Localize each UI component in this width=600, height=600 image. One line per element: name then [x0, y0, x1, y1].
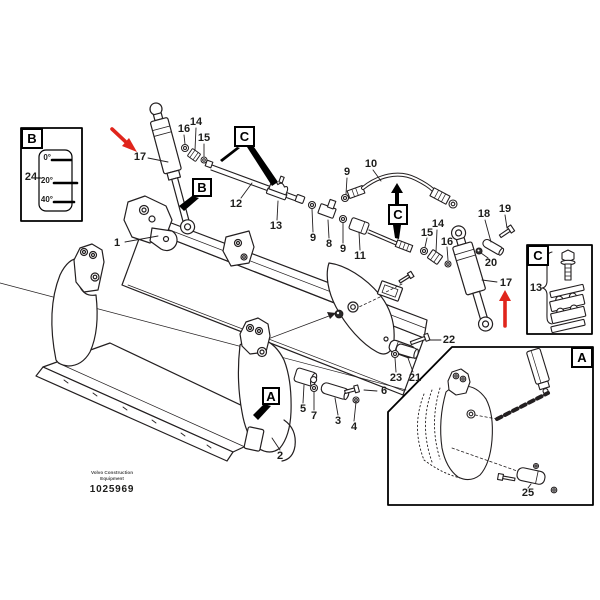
detail-marker-B: B — [192, 178, 212, 197]
brand-line1: Volvo Construction — [90, 470, 134, 475]
part-number-callout-23: 23 — [389, 372, 403, 384]
detail-marker-A: A — [262, 387, 280, 405]
part-number-callout-10: 10 — [364, 158, 378, 170]
right-cylinder-pins — [475, 224, 516, 256]
part-number-callout-9: 9 — [339, 243, 347, 255]
part-number-callout-9: 9 — [309, 232, 317, 244]
right-tilt-cylinder — [450, 225, 494, 332]
part-number-callout-17: 17 — [133, 151, 147, 163]
hydraulic-hose — [340, 172, 458, 209]
detail-marker-C: C — [234, 126, 255, 147]
pivot-pin-group — [390, 332, 431, 359]
red-arrow-down-right — [110, 127, 137, 152]
part-number-callout-16: 16 — [440, 236, 454, 248]
part-number-callout-24: 24 — [24, 171, 38, 183]
part-number-callout-17: 17 — [499, 277, 513, 289]
inset-title-B: B — [21, 128, 43, 149]
bucket-blade — [35, 243, 296, 462]
marker-arrows — [179, 147, 403, 420]
part-number-callout-13: 13 — [269, 220, 283, 232]
inset-b-box — [20, 127, 83, 222]
part-number-callout-2: 2 — [276, 450, 284, 462]
part-number-callout-15: 15 — [197, 132, 211, 144]
part-number-callout-7: 7 — [310, 410, 318, 422]
part-number-callout-15: 15 — [420, 227, 434, 239]
part-number-callout-19: 19 — [498, 203, 512, 215]
brand-line2: Equipment — [100, 475, 124, 481]
part-number-callout-5: 5 — [299, 403, 307, 415]
link-pin-group — [293, 367, 360, 404]
frame-moldboard — [0, 195, 428, 396]
leader-lines — [124, 127, 532, 489]
part-number-callout-3: 3 — [334, 415, 342, 427]
part-number-callout-9: 9 — [343, 166, 351, 178]
tilt-linkage-rod — [204, 159, 452, 268]
part-number-callout-8: 8 — [325, 238, 333, 250]
inset-title-C: C — [527, 245, 549, 266]
part-number-callout-21: 21 — [408, 372, 422, 384]
part-number-callout-11: 11 — [354, 250, 366, 262]
brand-text: Volvo Construction Equipment — [70, 470, 154, 482]
part-number-callout-14: 14 — [189, 116, 203, 128]
part-number-callout-1: 1 — [113, 237, 121, 249]
left-tilt-cylinder — [149, 102, 196, 235]
part-number-callout-14: 14 — [431, 218, 445, 230]
angle-label-0: 0° — [43, 152, 51, 162]
rod-clamp — [265, 175, 289, 201]
detail-marker-C: C — [388, 204, 408, 225]
angle-label-20: 20° — [40, 175, 53, 185]
left-cylinder-fittings — [181, 144, 208, 164]
part-number-callout-6: 6 — [380, 385, 388, 397]
red-arrow-up — [499, 290, 511, 328]
part-number-callout-22: 22 — [442, 334, 456, 346]
part-number-callout-20: 20 — [484, 257, 498, 269]
inset-a-box — [387, 346, 594, 506]
part-number-callout-16: 16 — [177, 123, 191, 135]
part-number-callout-13: 13 — [529, 282, 543, 294]
part-number-callout-4: 4 — [350, 421, 358, 433]
part-number-callout-12: 12 — [229, 198, 243, 210]
inset-title-A: A — [571, 347, 593, 368]
drawing-number: 1025969 — [89, 484, 135, 495]
angle-label-40: 40° — [40, 194, 53, 204]
part-number-callout-25: 25 — [521, 487, 535, 499]
part-number-callout-18: 18 — [477, 208, 491, 220]
